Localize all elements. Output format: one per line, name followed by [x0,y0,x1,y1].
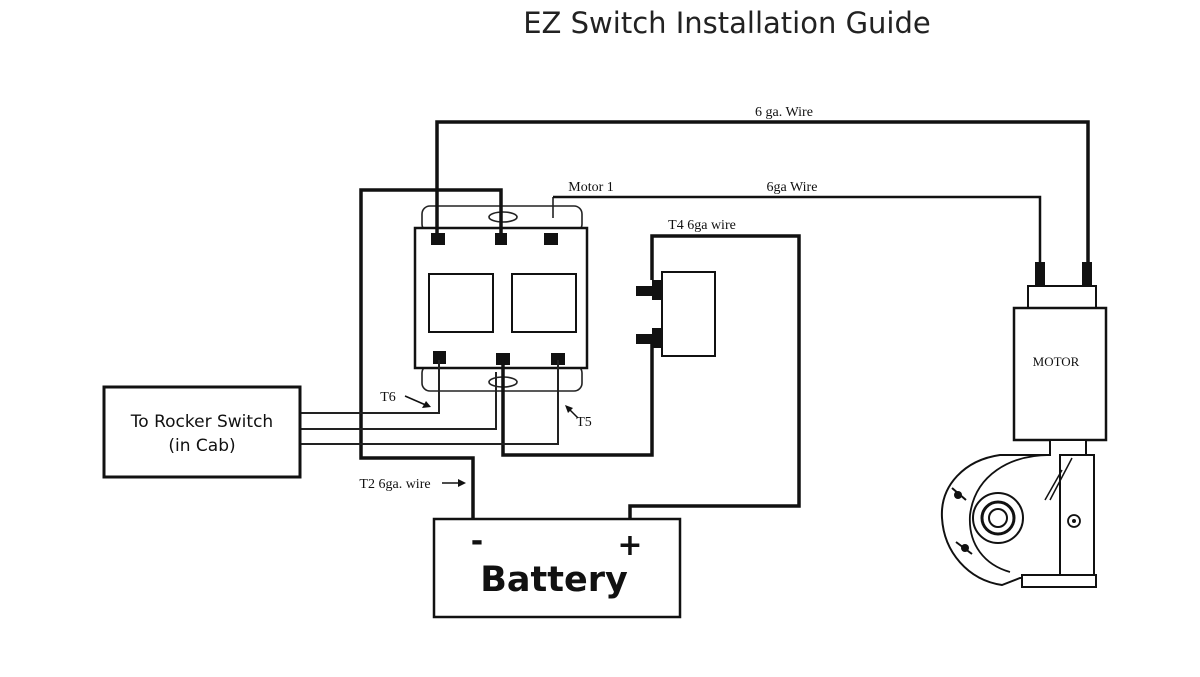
label-wire-6ga-second: 6ga Wire [767,180,818,195]
winch-motor: MOTOR [940,262,1108,588]
solenoid-window-right [511,273,577,333]
solenoid-top-hole [488,211,518,223]
motor-body [1012,306,1108,442]
motor-label: MOTOR [1033,354,1080,369]
mount-bolt-marks [951,487,973,555]
control-wire-2 [300,372,497,430]
control-wire-1 [300,360,440,414]
relay-terminal-bottom-post [652,328,662,348]
label-t4: T4 6ga wire [668,218,736,233]
label-wire-6ga-top: 6 ga. Wire [755,105,813,120]
battery-negative-sign: - [471,524,483,559]
bracket-brace-2 [1049,457,1073,501]
bracket-brace-1 [1044,469,1063,501]
rocker-switch-box: To Rocker Switch (in Cab) [102,385,302,479]
relay-terminal-top [636,286,662,296]
wire-relay-to-solenoid [501,344,654,457]
wires [300,120,1090,521]
mount-bolt-top [954,491,962,499]
label-t6: T6 [380,390,396,405]
wire-6ga-top [435,120,1090,270]
wire-6ga-second [553,195,1042,270]
solenoid-window-left [428,273,494,333]
rocker-switch-label: To Rocker Switch [130,412,273,432]
solenoid-switch [413,205,589,392]
motor-cap [1027,285,1097,309]
relay-body [661,271,716,357]
terminal-top-middle [495,233,507,245]
rocker-switch-frame [102,385,302,479]
rocker-switch-sublabel: (in Cab) [168,436,235,456]
label-motor1: Motor 1 [568,180,614,195]
relay-terminal-bottom [636,334,662,344]
terminal-bottom-left [433,351,446,364]
relay [636,271,716,357]
label-t5: T5 [576,415,592,430]
gear-housing-inner [969,454,1051,573]
battery-label: Battery [480,560,628,600]
battery-case [432,517,682,619]
wire-t4 [628,234,801,521]
motor-base-plate [1021,574,1097,588]
terminal-top-left [431,233,445,245]
arrow-t6 [404,395,431,408]
page-title: EZ Switch Installation Guide [523,6,931,40]
label-t2: T2 6ga. wire [359,477,430,492]
drum-hub [988,508,1008,528]
motor-terminal-right [1082,262,1092,288]
terminal-bottom-right [551,353,565,365]
motor-terminal-left [1035,262,1045,288]
battery: - + Battery [432,517,682,619]
battery-positive-sign: + [617,528,642,563]
wire-t2 [359,188,503,521]
relay-terminal-top-post [652,280,662,300]
terminal-top-right [544,233,558,245]
bracket-bolt-center [1072,519,1076,523]
arrow-t2 [442,479,466,487]
arrow-t5 [565,405,579,419]
control-wire-3 [300,360,559,445]
